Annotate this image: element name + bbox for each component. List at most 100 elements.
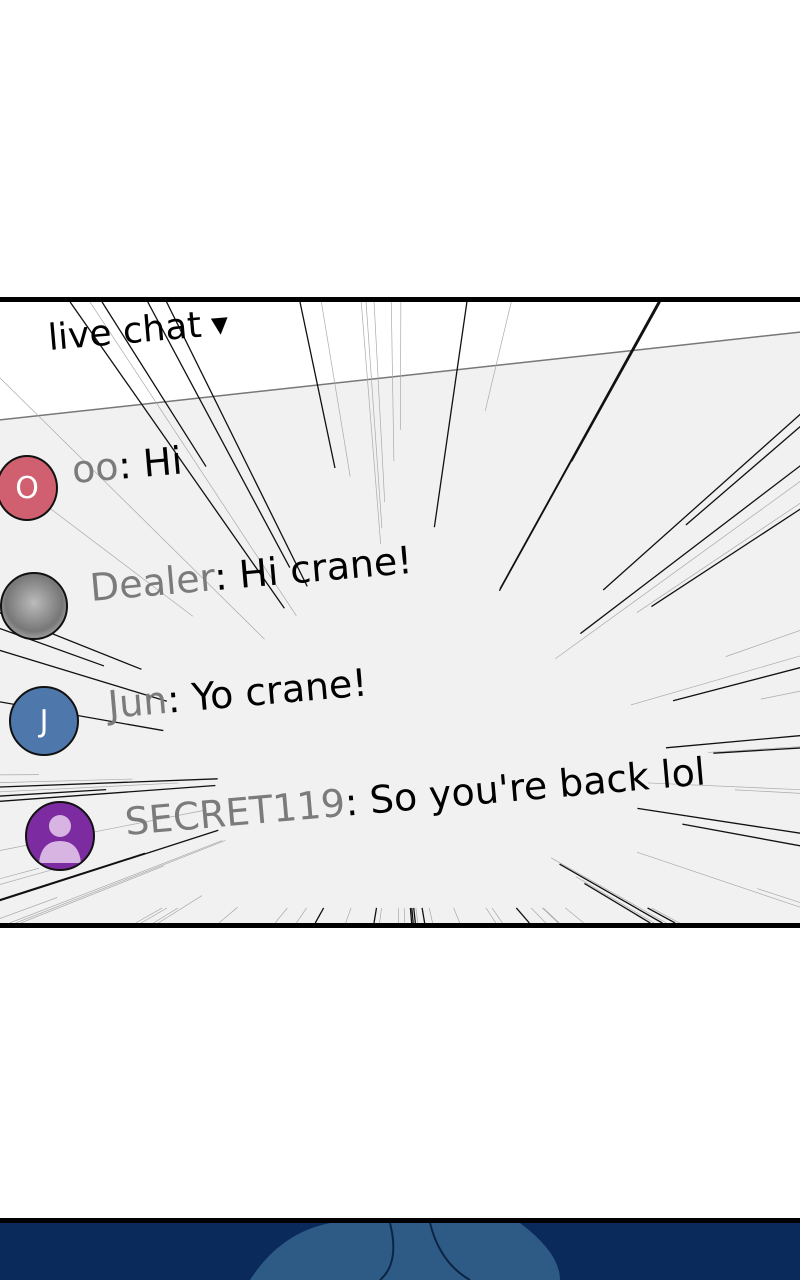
speed-line xyxy=(555,481,800,660)
speed-line xyxy=(158,895,203,923)
speed-line xyxy=(647,782,800,791)
speed-line xyxy=(69,302,285,609)
avatar-initial: O xyxy=(15,470,39,506)
speed-line xyxy=(365,302,383,529)
speed-line xyxy=(296,907,307,923)
avatar-dealer-cat xyxy=(0,572,68,640)
speed-line xyxy=(499,302,659,590)
header-divider xyxy=(0,331,800,421)
avatar-initial: J xyxy=(39,703,49,739)
speed-line xyxy=(0,649,168,702)
speed-line xyxy=(682,823,800,847)
speed-line xyxy=(0,867,40,880)
speed-line xyxy=(0,829,219,902)
speed-lines xyxy=(0,302,800,923)
speed-line xyxy=(9,840,223,923)
speed-line xyxy=(453,907,461,923)
speed-line xyxy=(485,907,497,923)
speed-line xyxy=(0,778,218,788)
speed-line xyxy=(685,425,800,526)
speed-line xyxy=(147,302,291,568)
speed-line xyxy=(576,876,655,923)
speed-line xyxy=(411,907,414,923)
speed-line xyxy=(734,789,800,794)
speed-line xyxy=(725,630,800,657)
speed-line xyxy=(636,851,800,908)
speed-line xyxy=(584,882,651,923)
caret-down-icon: ▼ xyxy=(210,311,230,339)
chat-panel xyxy=(0,297,800,928)
separator: : xyxy=(343,778,372,825)
speed-line xyxy=(542,907,559,923)
speed-line xyxy=(760,690,800,700)
speed-line xyxy=(101,302,207,467)
speed-line xyxy=(559,863,663,923)
speed-line xyxy=(89,302,297,617)
speed-line xyxy=(515,907,530,923)
speed-line xyxy=(399,302,402,430)
speed-line xyxy=(0,789,107,797)
speed-line xyxy=(403,907,406,923)
speed-line xyxy=(0,784,216,802)
speed-line xyxy=(550,857,667,923)
speed-line xyxy=(651,907,680,923)
header-area xyxy=(0,302,800,420)
speed-line xyxy=(373,302,386,503)
speed-line xyxy=(20,865,165,923)
speed-line xyxy=(708,746,800,753)
speed-line xyxy=(647,907,676,923)
speed-line xyxy=(602,413,800,591)
speed-line xyxy=(421,907,426,923)
speed-line xyxy=(274,907,288,923)
next-panel-preview xyxy=(0,1218,800,1280)
speed-line xyxy=(153,907,179,923)
speed-line xyxy=(0,377,265,640)
speed-line xyxy=(409,907,413,923)
speed-line xyxy=(379,907,382,923)
character-hair-art xyxy=(250,1223,560,1280)
speed-line xyxy=(428,907,433,923)
speed-line xyxy=(636,502,800,614)
speed-line xyxy=(0,778,133,783)
speed-line xyxy=(314,907,325,923)
username: Jun xyxy=(106,677,170,727)
speed-line xyxy=(218,906,238,923)
user-silhouette-icon xyxy=(39,815,81,863)
speed-line xyxy=(373,907,378,923)
speed-line xyxy=(637,807,800,834)
speed-line xyxy=(0,782,179,793)
speed-line xyxy=(413,907,417,923)
avatar-oo: O xyxy=(0,455,58,521)
speed-line xyxy=(651,508,800,608)
speed-line xyxy=(415,907,419,923)
avatar-secret119 xyxy=(25,801,95,871)
speed-line xyxy=(345,907,352,923)
speed-line xyxy=(0,897,58,919)
speed-line xyxy=(565,907,584,923)
speed-line xyxy=(757,888,800,903)
speed-line xyxy=(15,840,226,923)
speed-line xyxy=(140,907,168,923)
speed-line xyxy=(542,907,560,923)
avatar-jun: J xyxy=(9,686,79,756)
speed-line xyxy=(360,302,382,545)
speed-line xyxy=(0,852,146,901)
speed-line xyxy=(580,465,800,635)
username: oo xyxy=(70,444,121,492)
speed-line xyxy=(135,907,163,923)
speed-line xyxy=(630,655,800,706)
speed-line xyxy=(713,747,800,754)
speed-line xyxy=(491,907,503,923)
speed-line xyxy=(665,735,800,749)
speed-line xyxy=(299,302,336,469)
speed-line xyxy=(672,667,800,702)
separator: : xyxy=(212,553,242,600)
speed-line xyxy=(484,302,512,411)
speed-line xyxy=(390,302,395,462)
speed-line xyxy=(0,869,51,885)
speed-line xyxy=(571,302,661,462)
speed-line xyxy=(433,302,468,528)
speed-line xyxy=(321,302,351,477)
speed-line xyxy=(166,302,308,587)
speed-line xyxy=(530,907,547,923)
